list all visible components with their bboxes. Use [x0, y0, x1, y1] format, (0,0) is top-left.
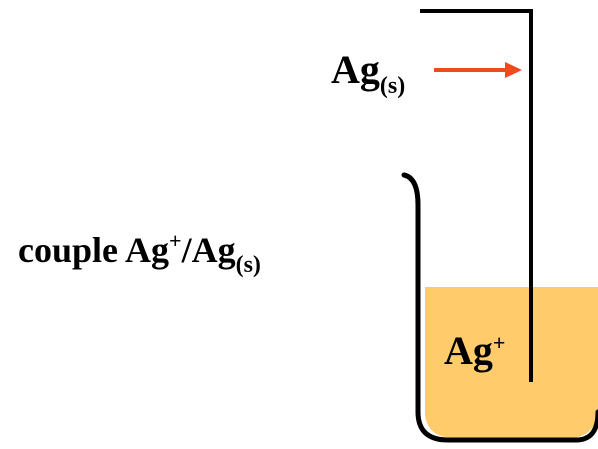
reductant-state: (s)	[235, 252, 261, 278]
beaker-outline	[401, 172, 598, 443]
redox-couple-label: couple Ag+/Ag(s)	[18, 230, 261, 278]
electrode-symbol: Ag	[331, 47, 380, 92]
couple-separator: /	[181, 230, 192, 270]
solution-ion-label: Ag+	[444, 331, 505, 371]
electrode-state: (s)	[379, 73, 406, 99]
electrode-label: Ag(s)	[331, 47, 405, 99]
electrode-pointer-arrow-head	[505, 62, 522, 78]
silver-electrode	[420, 9, 533, 382]
couple-prefix: couple	[18, 230, 119, 270]
ion-symbol: Ag	[444, 328, 493, 373]
oxidant-charge: +	[169, 228, 182, 253]
ion-charge: +	[492, 330, 506, 355]
reductant-symbol: Ag	[191, 230, 236, 270]
oxidant-symbol: Ag	[125, 230, 170, 270]
silver-ion-solution	[425, 287, 598, 438]
